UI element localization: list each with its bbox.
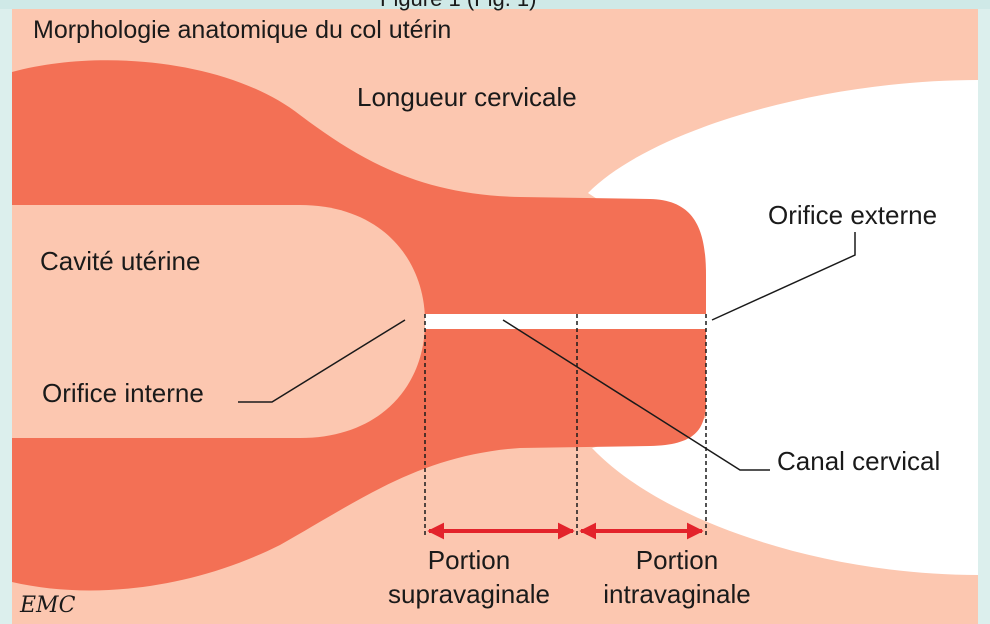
label-portion-supra-line1: Portion — [428, 545, 510, 575]
label-canal-cervical: Canal cervical — [777, 446, 940, 476]
cervical-canal — [425, 314, 706, 329]
label-cavite-uterine: Cavité utérine — [40, 246, 200, 276]
label-orifice-externe: Orifice externe — [768, 200, 937, 230]
label-portion-supra-line2: supravaginale — [388, 579, 550, 609]
cut-off-heading: Figure 1 (Fig. 1) — [380, 0, 537, 11]
label-portion-intra-line1: Portion — [636, 545, 718, 575]
label-orifice-interne: Orifice interne — [42, 378, 204, 408]
emc-logo: EMC — [19, 593, 76, 618]
label-longueur-cervicale: Longueur cervicale — [357, 82, 577, 112]
label-portion-intra-line2: intravaginale — [603, 579, 750, 609]
diagram-title: Morphologie anatomique du col utérin — [33, 16, 451, 44]
